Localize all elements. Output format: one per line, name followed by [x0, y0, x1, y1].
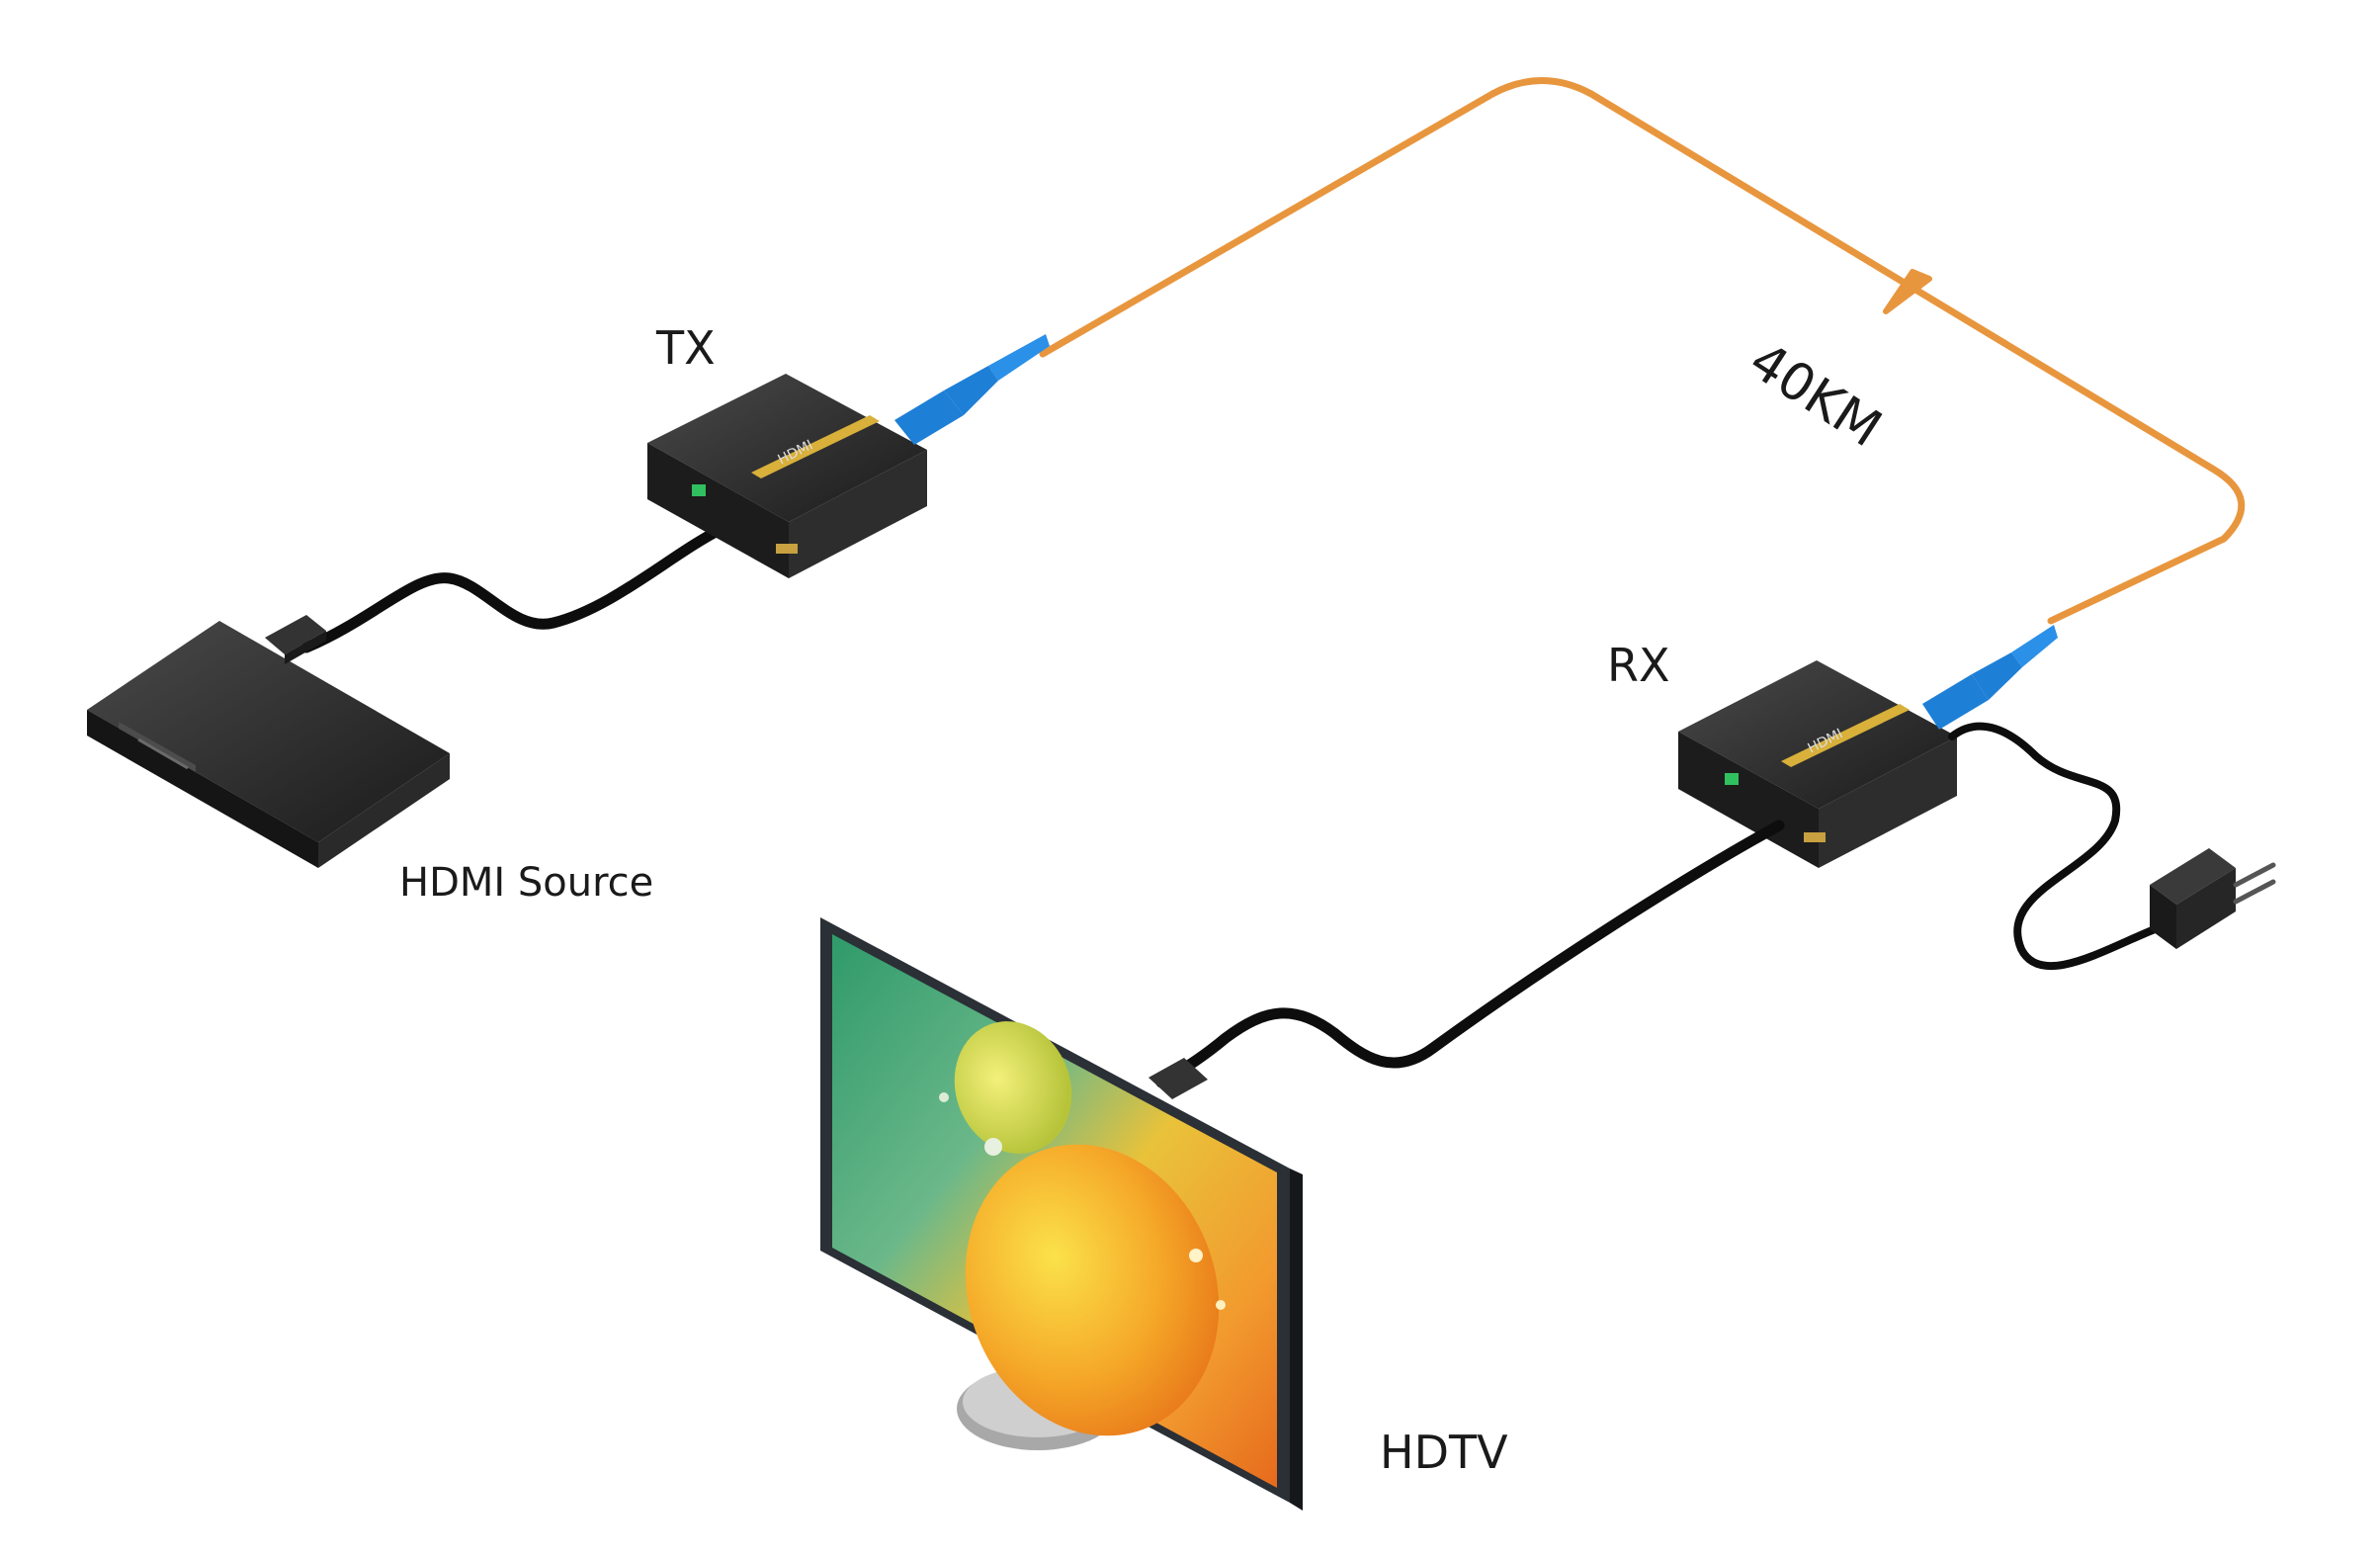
power-adapter: [2150, 848, 2276, 949]
rx-fiber-connector: [1922, 625, 2058, 730]
hdmi-plug-source: [265, 615, 326, 664]
hdtv-display: [820, 917, 1303, 1511]
tx-fiber-connector: [894, 334, 1050, 445]
fiber-cable: [1039, 77, 2246, 625]
hdmi-source-device: [87, 621, 450, 868]
power-cable: [1948, 722, 2159, 971]
hdmi-cable-display: [1155, 820, 1785, 1088]
direction-arrow-icon: [1883, 269, 1932, 314]
hdmi-cable-source: [300, 523, 727, 653]
rx-label: RX: [1607, 639, 1670, 692]
tx-label: TX: [656, 321, 716, 375]
hdmi-source-label: HDMI Source: [399, 860, 654, 906]
tx-unit: HDMI: [647, 374, 927, 578]
hdmi-plug-display: [1148, 1058, 1208, 1099]
rx-unit: HDMI: [1678, 660, 1957, 868]
hdtv-label: HDTV: [1380, 1426, 1508, 1479]
